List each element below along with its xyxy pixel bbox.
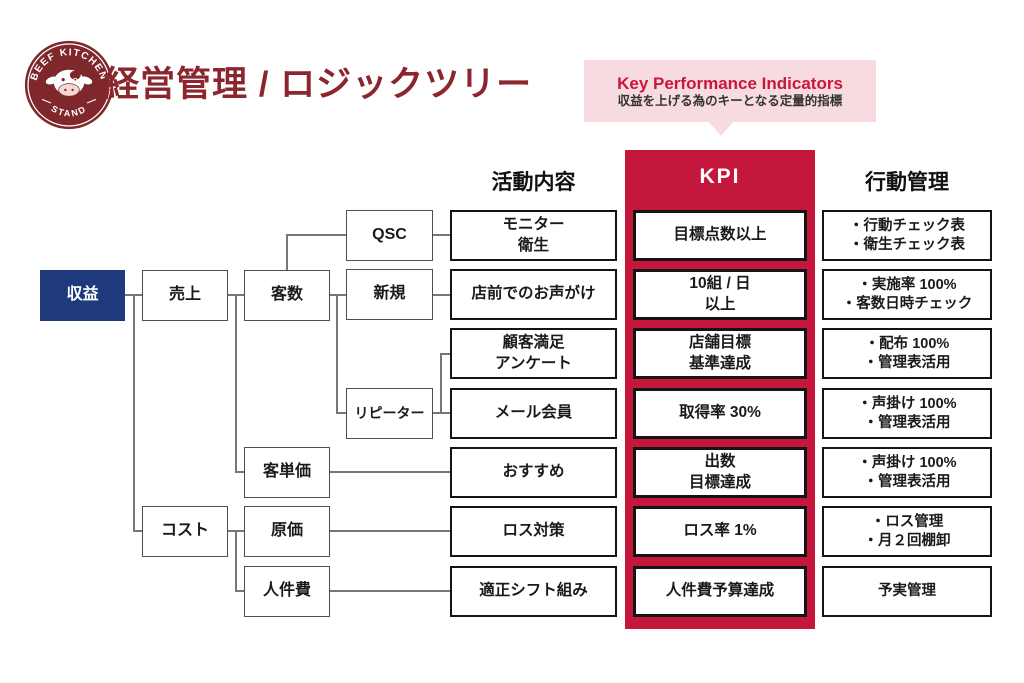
connector: [235, 294, 237, 473]
connector: [336, 294, 338, 414]
tree-node-qsc: QSC: [346, 210, 433, 261]
tree-node-labor-cost: 人件費: [244, 566, 330, 617]
action-box: ・声掛け 100% ・管理表活用: [822, 388, 992, 439]
kpi-callout-heading: Key Performance Indicators: [617, 73, 843, 93]
kpi-box: 人件費予算達成: [633, 566, 807, 617]
connector: [235, 471, 244, 473]
kpi-box: 取得率 30%: [633, 388, 807, 439]
connector: [330, 530, 450, 532]
connector: [286, 234, 288, 272]
tree-node-profit: 収益: [40, 270, 125, 321]
kpi-box: 10組 / 日 以上: [633, 269, 807, 320]
tree-node-new-customers: 新規: [346, 269, 433, 320]
connector: [330, 471, 450, 473]
cow-icon: [45, 69, 93, 97]
connector: [433, 294, 450, 296]
kpi-box: ロス率 1%: [633, 506, 807, 557]
connector: [133, 294, 135, 532]
tree-node-sales: 売上: [142, 270, 228, 321]
connector: [433, 412, 450, 414]
column-header-kpi: KPI: [699, 165, 741, 188]
tree-node-repeaters: リピーター: [346, 388, 433, 439]
activity-box: メール会員: [450, 388, 617, 439]
activity-box: 店前でのお声がけ: [450, 269, 617, 320]
beef-kitchen-stand-logo-icon: BEEF KITCHEN STAND: [24, 40, 114, 130]
connector: [330, 294, 346, 296]
connector: [133, 530, 142, 532]
connector: [433, 234, 450, 236]
tree-node-customer-count: 客数: [244, 270, 330, 321]
activity-box: ロス対策: [450, 506, 617, 557]
activity-box: モニター 衛生: [450, 210, 617, 261]
column-header-action: 行動管理: [865, 171, 949, 194]
connector: [235, 590, 244, 592]
action-box: ・声掛け 100% ・管理表活用: [822, 447, 992, 498]
kpi-callout-subtitle: 収益を上げる為のキーとなる定量的指標: [617, 93, 843, 108]
kpi-callout: Key Performance Indicators 収益を上げる為のキーとなる…: [584, 60, 876, 122]
action-box: ・ロス管理 ・月２回棚卸: [822, 506, 992, 557]
connector: [440, 353, 450, 355]
connector: [235, 530, 237, 591]
connector: [440, 353, 442, 414]
activity-box: 顧客満足 アンケート: [450, 328, 617, 379]
logo-arc-bottom-text: STAND: [49, 103, 86, 118]
callout-pointer-triangle: [708, 121, 734, 136]
tree-node-avg-spend: 客単価: [244, 447, 330, 498]
tree-node-cost: コスト: [142, 506, 228, 557]
kpi-box: 出数 目標達成: [633, 447, 807, 498]
action-box: ・行動チェック表 ・衛生チェック表: [822, 210, 992, 261]
activity-box: 適正シフト組み: [450, 566, 617, 617]
page-title: 経営管理 / ロジックツリー: [104, 65, 533, 104]
connector: [336, 412, 346, 414]
svg-text:STAND: STAND: [49, 103, 88, 118]
action-box: 予実管理: [822, 566, 992, 617]
kpi-box: 目標点数以上: [633, 210, 807, 261]
action-box: ・配布 100% ・管理表活用: [822, 328, 992, 379]
column-header-activity: 活動内容: [491, 171, 576, 194]
connector: [330, 590, 450, 592]
action-box: ・実施率 100% ・客数日時チェック: [822, 269, 992, 320]
connector: [286, 234, 346, 236]
tree-node-cogs: 原価: [244, 506, 330, 557]
kpi-box: 店舗目標 基準達成: [633, 328, 807, 379]
activity-box: おすすめ: [450, 447, 617, 498]
